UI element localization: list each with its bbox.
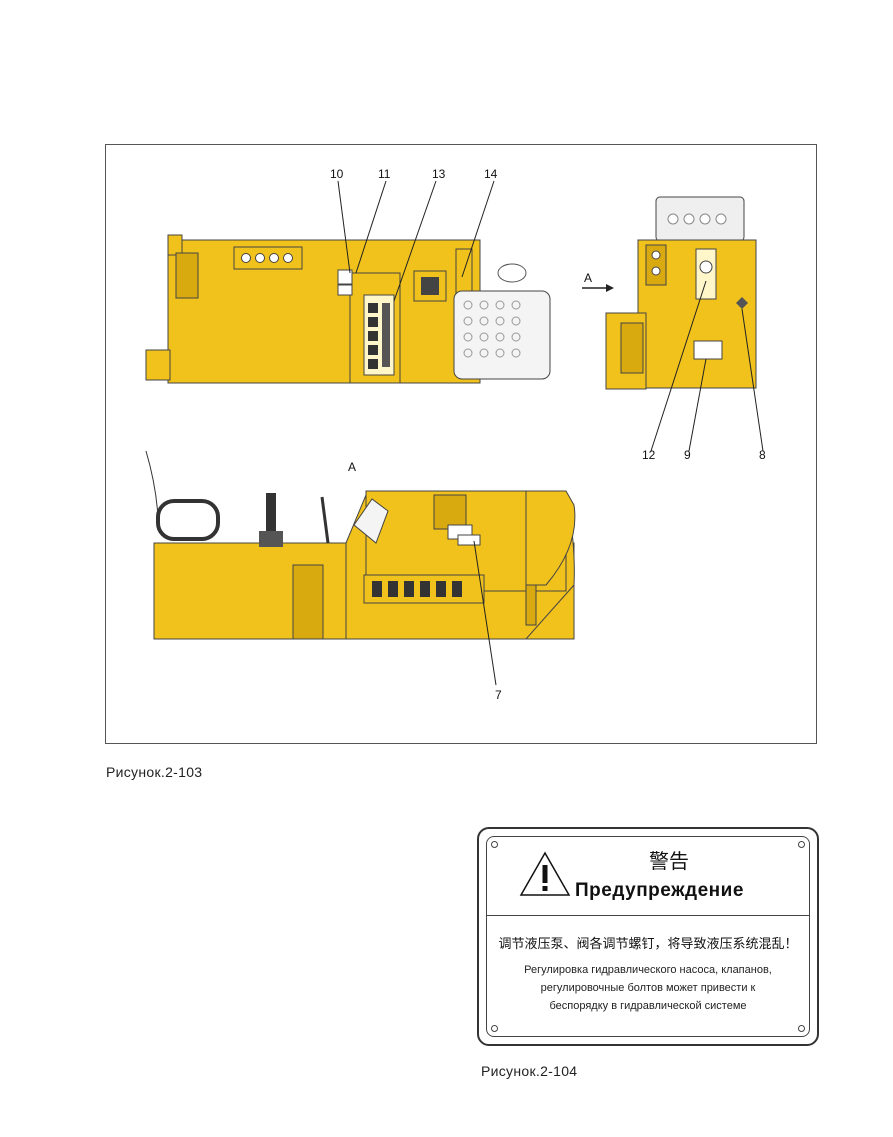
plate-border: [486, 836, 810, 1037]
plate-text-ru-line-1: Регулировка гидравлического насоса, клап…: [524, 964, 772, 976]
figure-104-caption: Рисунок.2-104: [481, 1063, 578, 1079]
callout-9: 9: [684, 448, 691, 462]
plate-text-ru-line-3: беспорядку в гидравлической системе: [549, 1000, 747, 1012]
plate-text-ru: Регулировка гидравлического насоса, клап…: [489, 961, 807, 1015]
console-view-a: [605, 196, 764, 452]
view-arrow: [582, 284, 614, 292]
screw-icon: [798, 841, 805, 848]
callout-11: 11: [378, 167, 391, 181]
screw-icon: [491, 1025, 498, 1032]
plate-text-ru-line-2: регулировочные болтов может привести к: [540, 982, 756, 994]
callout-7: 7: [495, 688, 502, 702]
plate-title-cn: 警告: [649, 849, 689, 873]
callout-14: 14: [484, 167, 498, 181]
plate-text-cn: 调节液压泵、阀各调节螺钉，将导致液压系统混乱！: [498, 937, 798, 952]
arrow-label-a: A: [584, 271, 592, 285]
callout-12: 12: [642, 448, 656, 462]
figure-103-frame: 10 11 13 14 12 9 8 7 A A: [105, 144, 817, 744]
figure-103-caption: Рисунок.2-103: [106, 764, 203, 780]
warning-plate: 警告 Предупреждение 调节液压泵、阀各调节螺钉，将导致液压系统混乱…: [477, 827, 819, 1046]
callout-10: 10: [330, 167, 344, 181]
plate-divider: [487, 915, 809, 916]
view-label-a: A: [348, 460, 356, 474]
screw-icon: [798, 1025, 805, 1032]
console-bottom-view: [145, 450, 576, 686]
screw-icon: [491, 841, 498, 848]
console-side-view: [145, 180, 551, 384]
callout-8: 8: [759, 448, 766, 462]
machine-illustration: 10 11 13 14 12 9 8 7 A A: [145, 167, 766, 702]
plate-title-ru: Предупреждение: [575, 880, 744, 901]
callout-13: 13: [432, 167, 446, 181]
warning-triangle-icon: [519, 851, 571, 896]
